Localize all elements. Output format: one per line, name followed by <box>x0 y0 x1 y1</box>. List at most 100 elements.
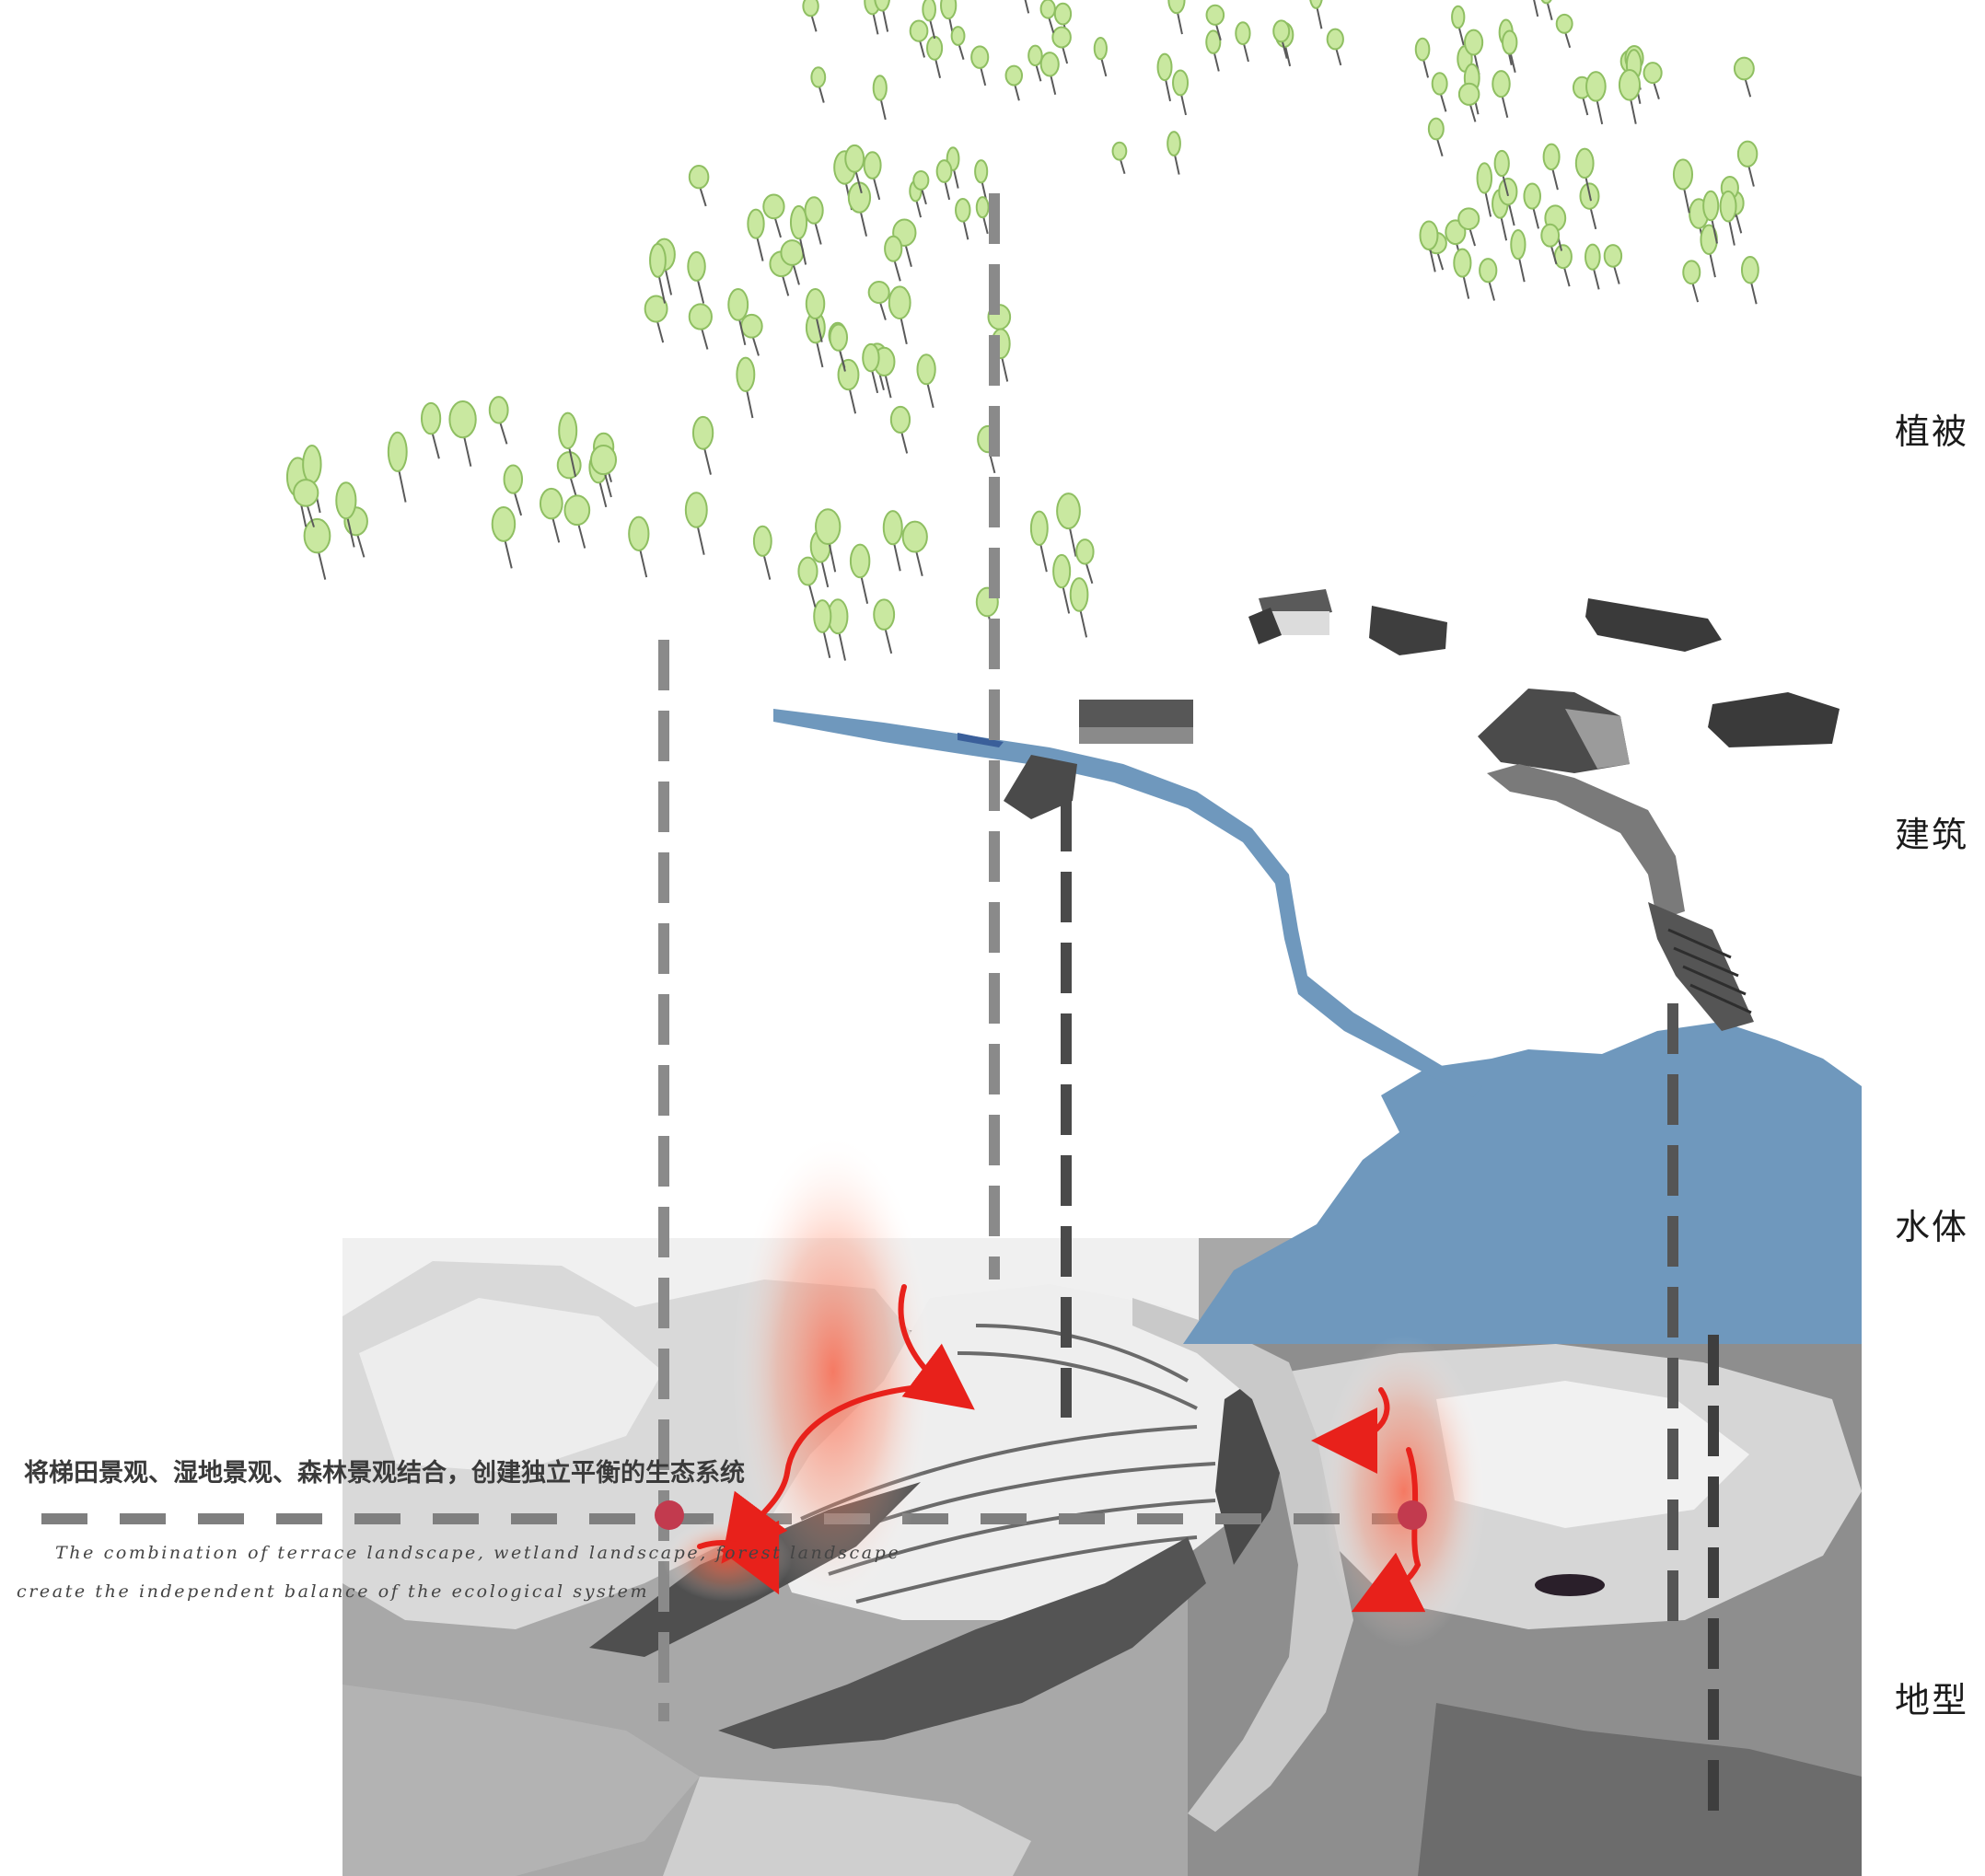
tree-icon <box>1574 147 1595 202</box>
tree-icon <box>1719 190 1737 246</box>
tree-icon <box>974 159 989 201</box>
tree-icon <box>1585 243 1601 290</box>
tree-icon <box>867 280 890 320</box>
tree-icon <box>889 405 911 454</box>
tree-icon <box>926 35 944 78</box>
tree-icon <box>1603 244 1623 284</box>
terrain-hill-left-top <box>359 1298 663 1473</box>
flow-arrow-3 <box>697 1520 780 1595</box>
node-dot-left <box>655 1500 684 1530</box>
tree-icon <box>1492 70 1511 118</box>
tree-icon <box>488 396 509 445</box>
tree-icon <box>1093 37 1108 77</box>
tree-icon <box>539 487 563 543</box>
tree-icon <box>1618 68 1642 124</box>
tree-icon <box>1309 0 1323 29</box>
tree-icon <box>849 543 871 604</box>
terrain-foreground-right <box>1418 1703 1862 1876</box>
tree-icon <box>1585 71 1607 125</box>
water-layer <box>773 709 1862 1344</box>
terrain-hill-right-top <box>1436 1381 1749 1528</box>
tree-icon <box>1479 258 1498 301</box>
tree-icon <box>1272 19 1291 59</box>
tree-icon <box>862 342 880 394</box>
flow-arrow-5 <box>1351 1447 1426 1613</box>
tree-icon <box>1056 492 1081 557</box>
tree-icon <box>747 208 765 261</box>
eco-flow-arrows <box>663 1132 1487 1648</box>
tree-icon <box>1540 0 1553 20</box>
glow-right <box>1321 1335 1487 1648</box>
tree-icon <box>1029 510 1049 573</box>
tree-icon <box>1523 182 1541 229</box>
water-stream <box>773 709 1482 1097</box>
tree-icon <box>872 75 888 121</box>
tree-icon <box>950 26 966 61</box>
tree-icon <box>1205 4 1225 41</box>
vertical-guides <box>658 193 1719 1827</box>
tree-icon <box>1682 260 1701 303</box>
tree-icon <box>863 151 882 201</box>
building-house-1 <box>1248 589 1332 644</box>
tree-icon <box>1740 255 1759 305</box>
tree-icon <box>909 19 929 58</box>
tree-icon <box>1039 0 1056 33</box>
building-barn-river-2 <box>1004 755 1077 819</box>
tree-icon <box>628 515 650 578</box>
tree-icon <box>1111 141 1128 175</box>
vegetation-layer <box>285 0 1759 661</box>
flow-arrow-2 <box>721 1385 914 1564</box>
tree-icon <box>970 45 990 87</box>
tree-icon <box>901 520 928 577</box>
tree-icon <box>1167 131 1181 175</box>
tree-icon <box>884 235 903 282</box>
tree-icon <box>797 556 818 608</box>
tree-icon <box>1326 28 1344 66</box>
node-dot-right <box>1398 1500 1427 1530</box>
tree-icon <box>1172 69 1190 116</box>
tree-icon <box>804 196 824 245</box>
tree-icon <box>1457 82 1480 122</box>
tree-icon <box>873 598 896 654</box>
building-house-2 <box>1369 606 1447 655</box>
tree-icon <box>1453 248 1472 299</box>
tree-icon <box>789 204 808 265</box>
building-barn-river <box>1079 700 1193 744</box>
tree-icon <box>1052 553 1072 614</box>
tree-icon <box>888 285 911 344</box>
tree-icon <box>874 0 890 32</box>
tree-icon <box>1702 190 1720 244</box>
tree-icon <box>1493 149 1510 197</box>
tree-icon <box>736 356 756 419</box>
tree-icon <box>802 0 819 32</box>
tree-icon <box>1069 577 1089 638</box>
tree-icon <box>1027 44 1043 82</box>
tree-icon <box>1427 117 1445 156</box>
tree-icon <box>303 517 331 580</box>
tree-icon <box>813 599 832 658</box>
tree-icon <box>688 303 713 350</box>
tree-icon <box>1736 140 1759 187</box>
tree-icon <box>644 295 668 343</box>
tree-icon <box>1553 244 1573 287</box>
tree-icon <box>1419 220 1439 272</box>
tree-icon <box>649 243 667 304</box>
building-house-3 <box>1585 598 1722 652</box>
tree-icon <box>844 144 865 194</box>
terrain-wetland-center <box>718 1537 1206 1749</box>
flow-arrow-1 <box>898 1284 975 1410</box>
tree-icon <box>1075 538 1095 585</box>
tree-icon <box>684 492 708 555</box>
tree-icon <box>503 464 524 516</box>
tree-icon <box>815 508 842 573</box>
tree-icon <box>740 313 763 356</box>
tree-icon <box>1533 0 1539 17</box>
tree-icon <box>955 197 971 240</box>
tree-icon <box>1024 0 1030 14</box>
layer-label-vegetation: 植被 <box>1894 411 1968 452</box>
tree-icon <box>1501 29 1518 73</box>
terrain-foreground-mid <box>663 1777 1031 1876</box>
caption-english-line-2: create the independent balance of the ec… <box>17 1581 650 1602</box>
tree-icon <box>589 444 618 498</box>
